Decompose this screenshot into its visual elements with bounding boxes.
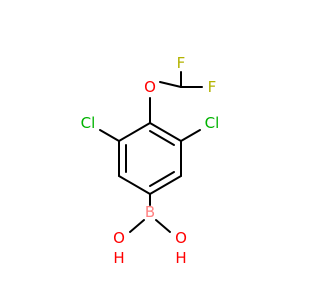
bond-b-o-left [129, 219, 145, 233]
bonds [99, 71, 203, 233]
atom-labels: F F O Cl Cl B O H O H [81, 54, 220, 267]
atom-oh-right-h: H [175, 249, 186, 267]
atom-oh-left-o: O [113, 229, 125, 247]
ring-bond-c1-c6 [149, 175, 182, 195]
bond-c3-cl-left [99, 129, 120, 142]
ring-bond-c5-c4 [149, 122, 182, 142]
bond-c5-cl-right [180, 129, 201, 142]
bond-o-chf2 [159, 81, 182, 88]
atom-o-ether: O [144, 78, 156, 96]
atom-boron: B [145, 203, 155, 221]
structure-canvas: F F O Cl Cl B O H O H [81, 54, 220, 267]
atom-f-right: F [208, 78, 217, 96]
atom-cl-right: Cl [205, 114, 220, 132]
ring-bond-c1-c6-inner [149, 171, 175, 187]
atom-f-top: F [177, 54, 186, 72]
atom-oh-right-o: O [175, 229, 187, 247]
ring-bond-c5-c4-inner [149, 130, 175, 146]
ring-bond-c4-c3 [118, 122, 151, 142]
molecule-diagram: F F O Cl Cl B O H O H [81, 54, 220, 267]
atom-cl-left: Cl [81, 114, 96, 132]
ring-bond-c2-c1 [118, 175, 151, 195]
bond-b-o-right [155, 219, 171, 233]
atom-oh-left-h: H [113, 249, 124, 267]
